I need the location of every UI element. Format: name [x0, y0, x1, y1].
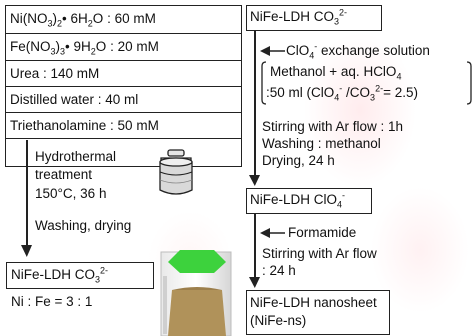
step-temperature: 150°C, 36 h — [35, 186, 107, 201]
drying-24h: Drying, 24 h — [262, 153, 335, 168]
step-hydrothermal: Hydrothermal — [35, 149, 117, 164]
product-co3-label: NiFe-LDH CO32- — [11, 265, 109, 285]
product-box-co3 — [6, 262, 154, 289]
stirring-1h: Stirring with Ar flow : 1h — [262, 119, 404, 134]
reagent-divider-1 — [5, 33, 242, 35]
nanosheet-label: NiFe-LDH nanosheet — [250, 295, 377, 310]
right-flow-line-1 — [254, 31, 256, 176]
step-washing-drying: Washing, drying — [35, 218, 132, 233]
nifens-label: (NiFe-ns) — [250, 313, 307, 328]
reagent-urea: Urea : 140 mM — [10, 66, 100, 81]
reagent-water: Distilled water : 40 ml — [10, 92, 139, 107]
start-box-co3 — [246, 5, 382, 31]
left-flow-line — [26, 140, 28, 247]
box-nanosheet — [246, 290, 390, 335]
ni-fe-ratio: Ni : Fe = 3 : 1 — [11, 294, 93, 309]
step-treatment: treatment — [35, 167, 93, 182]
stirring-ar-flow: Stirring with Ar flow — [262, 246, 377, 261]
start-co3-label: NiFe-LDH CO32- — [250, 7, 348, 27]
reagent-ni-nitrate: Ni(NO3)2• 6H2O : 60 mM — [10, 11, 156, 29]
box-clo4 — [246, 188, 372, 214]
reagent-fe-nitrate: Fe(NO3)3• 9H2O : 20 mM — [10, 39, 159, 57]
reagent-divider-3 — [5, 86, 242, 88]
methanol-hclo4-label: Methanol + aq. HClO4 — [270, 64, 402, 82]
reagent-divider-2 — [5, 60, 242, 62]
formamide-label: Formamide — [288, 225, 357, 240]
reagent-triethanolamine: Triethanolamine : 50 mM — [10, 118, 159, 133]
clo4-label: NiFe-LDH ClO4- — [250, 190, 346, 210]
reagent-divider-4 — [5, 112, 242, 114]
reagent-divider-5 — [5, 138, 242, 140]
right-flow-line-2 — [254, 214, 256, 278]
stirring-24h: : 24 h — [262, 263, 296, 278]
exchange-solution-label: ClO4- exchange solution — [286, 41, 430, 61]
clo4-co3-ratio-label: :50 ml (ClO4- /CO32-= 2.5) — [266, 83, 418, 103]
washing-methanol: Washing : methanol — [262, 136, 381, 151]
